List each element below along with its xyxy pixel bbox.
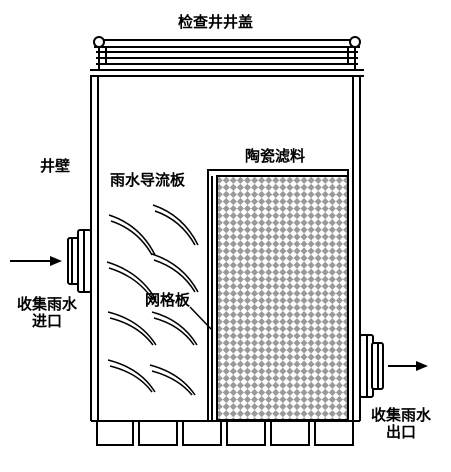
- outlet-label-line2: 出口: [385, 423, 416, 442]
- well-wall-label: 井壁: [40, 157, 71, 175]
- outlet-pipe: [359, 334, 384, 398]
- inlet-label-line2: 进口: [31, 312, 62, 331]
- manhole-cover: [90, 36, 364, 77]
- inlet-pipe: [67, 229, 92, 293]
- outlet-label-line1: 收集雨水: [370, 406, 431, 424]
- inlet-label: 收集雨水 进口: [14, 295, 80, 331]
- grid-plate-label: 网格板: [145, 291, 191, 309]
- ceramic-filter-label: 陶瓷滤料: [245, 147, 306, 165]
- ceramic-filter-box: [207, 169, 349, 421]
- well-base: [91, 420, 360, 446]
- grid-plate-leader: [189, 306, 213, 331]
- outlet-label: 收集雨水 出口: [366, 406, 436, 442]
- inlet-label-line1: 收集雨水: [16, 295, 77, 313]
- rain-guide-plate-label: 雨水导流板: [110, 171, 186, 189]
- inlet-arrow-head: [50, 256, 62, 266]
- rain-guide-plates: [106, 204, 199, 396]
- outlet-arrow-head: [416, 361, 428, 371]
- manhole-cover-label: 检查井井盖: [178, 13, 254, 31]
